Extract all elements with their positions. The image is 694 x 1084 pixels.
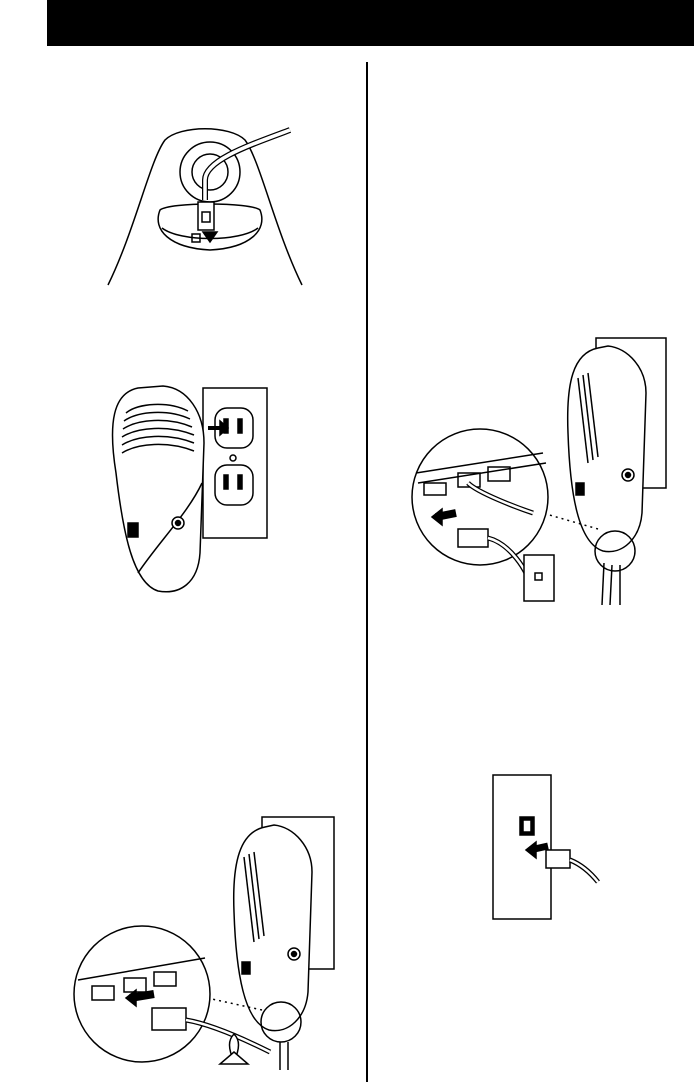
column-divider [366,62,368,1082]
header-bar [47,0,694,46]
phone-jack-connector-illustration [100,120,310,290]
adapter-phone-cable-wall-box-illustration [408,333,670,605]
wall-phone-jack-illustration [490,772,602,922]
adapter-ethernet-cable-illustration [70,812,338,1070]
adapter-power-outlet-illustration [108,383,270,595]
